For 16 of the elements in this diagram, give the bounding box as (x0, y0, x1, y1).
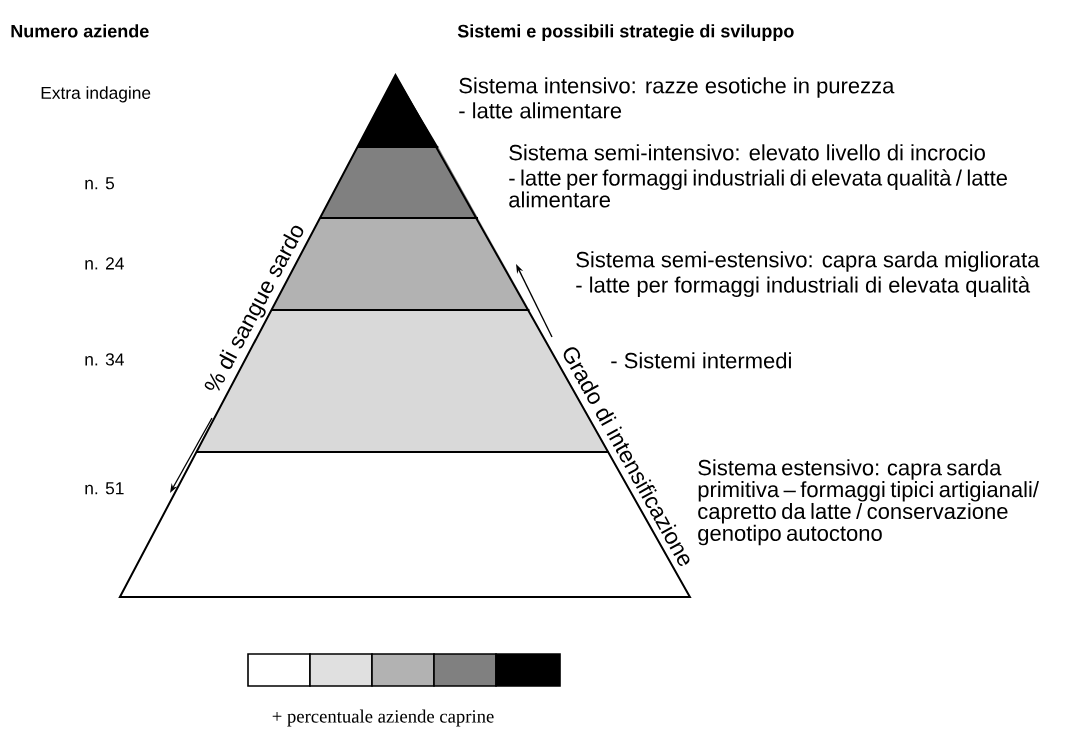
row-label: n. 5 (85, 177, 115, 190)
column-heading: Sistemi e possibili strategie di sviluppo (457, 24, 794, 42)
description-text: Sistema semi-intensivo: elevato livello di incrocio (509, 144, 985, 161)
row-label: n. 24 (85, 257, 124, 270)
description-text: Sistema semi-estensivo: capra sarda migliorata (576, 251, 1040, 272)
column-heading: Numero aziende (11, 24, 149, 38)
row-label: Extra indagine (41, 86, 151, 103)
description-text: - Sistemi intermedi (611, 352, 791, 369)
description-text: - latte alimentare (459, 102, 622, 119)
description-text: - latte per formaggi industriali di elevata qualità (576, 276, 1031, 298)
row-label: n. 34 (85, 353, 124, 366)
row-label: n. 51 (85, 482, 124, 495)
description-text: Sistema intensivo: razze esotiche in purezza (459, 77, 895, 98)
description-text: Sistema estensivo: capra sarda primitiva – formaggi tipici artigianali/ capretto da latte / conservazione genotipo autoctono (698, 459, 1039, 546)
description-text: - latte per formaggi industriali di elevata qualità / latte alimentare (509, 169, 1007, 208)
scale-caption: + percentuale aziende caprine (272, 709, 494, 727)
